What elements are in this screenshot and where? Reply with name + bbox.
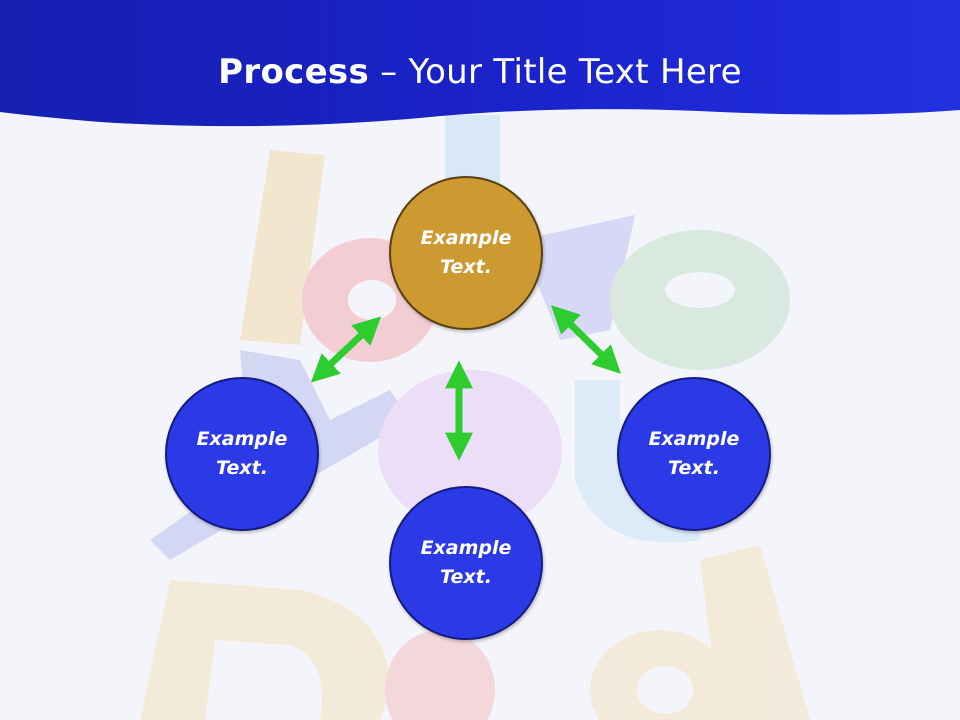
node-bottom[interactable]: Example Text. bbox=[389, 486, 543, 640]
title-rest: – Your Title Text Here bbox=[369, 52, 742, 92]
arrow-top-right bbox=[551, 305, 621, 374]
header-band bbox=[0, 0, 960, 127]
node-right-text: Example Text. bbox=[648, 428, 740, 479]
node-left[interactable]: Example Text. bbox=[165, 377, 319, 531]
title-bold: Process bbox=[218, 52, 370, 92]
node-left-text: Example Text. bbox=[196, 428, 288, 479]
arrow-top-left bbox=[310, 316, 382, 383]
page-title: Process – Your Title Text Here bbox=[0, 52, 960, 92]
node-bottom-text: Example Text. bbox=[420, 537, 512, 588]
node-top[interactable]: Example Text. bbox=[389, 176, 543, 330]
node-right[interactable]: Example Text. bbox=[617, 377, 771, 531]
node-top-text: Example Text. bbox=[420, 227, 512, 278]
